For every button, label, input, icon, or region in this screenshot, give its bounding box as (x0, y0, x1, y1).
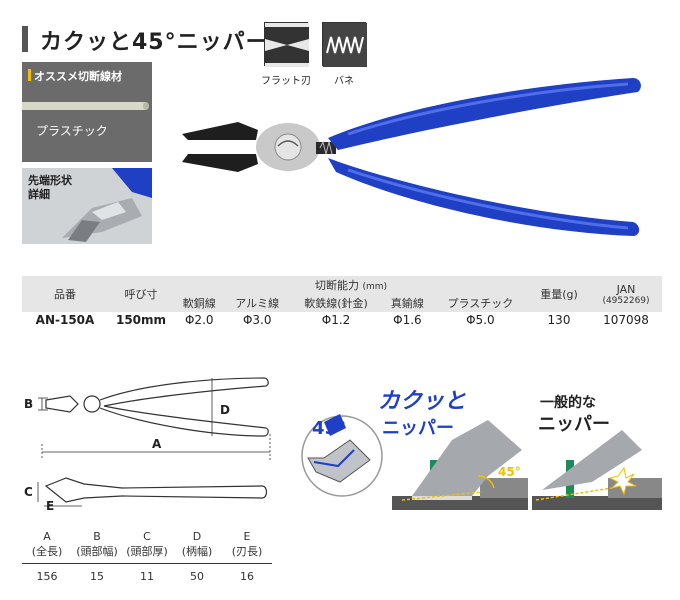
recommended-material: プラスチック (36, 124, 108, 138)
dim-letter: A (43, 530, 51, 543)
dim-letter-e: E (46, 499, 54, 513)
table-row: AN-150A 150mm Φ2.0 Φ3.0 Φ1.2 Φ1.6 Φ5.0 1… (22, 312, 662, 328)
dim-label: (頭部幅) (76, 545, 118, 558)
row-cutting: Φ2.0 (184, 313, 214, 327)
tip-detail-tag: 先端形状 詳細 (28, 174, 72, 201)
dim-letter-d: D (220, 403, 230, 417)
dim-label: (全長) (31, 545, 63, 558)
dim-value: 11 (140, 570, 154, 583)
row-size: 150mm (115, 313, 167, 327)
col-size: 呼び寸 (124, 288, 158, 301)
flat-blade-icon (264, 22, 309, 67)
cutting-col: 軟鉄線(針金) (304, 297, 368, 310)
compare-left-title: カクッと (378, 389, 467, 414)
compare-left-subtitle: ニッパー (382, 418, 454, 439)
page-title: カクッと45°ニッパー (40, 30, 269, 55)
plier-photo (182, 78, 641, 236)
row-part-no: AN-150A (35, 313, 95, 327)
cutting-col: プラスチック (447, 297, 514, 310)
dim-label: (頭部厚) (126, 545, 168, 558)
spring-icon (322, 22, 367, 67)
tip-angle-closeup: 45° (301, 414, 383, 497)
dim-letter-c: C (24, 485, 33, 499)
compare-left-angle: 45° (498, 465, 521, 479)
title-accent-bar (22, 26, 28, 52)
row-cutting: Φ3.0 (242, 313, 272, 327)
dim-value: 156 (36, 570, 58, 583)
compare-right-image (532, 430, 662, 510)
compare-right-title: 一般的な (540, 395, 596, 411)
row-cutting: Φ1.6 (393, 313, 422, 327)
dim-label: (刃長) (231, 545, 263, 558)
dimension-table: A B C D E (全長) (頭部幅) (頭部厚) (柄幅) (刃長) 156… (22, 530, 272, 583)
cutting-header: 切断能力 (mm) (314, 279, 388, 292)
cutting-col: 真鍮線 (390, 297, 424, 310)
tip-detail-image (22, 168, 152, 244)
spec-table: 品番 呼び寸 切断能力 (mm) 重量(g) JAN(4952269) 軟銅線 … (22, 276, 662, 328)
dim-letter-b: B (24, 397, 33, 411)
dim-letter: C (143, 530, 151, 543)
dim-letter: B (93, 530, 101, 543)
recommended-tag: オススメ切断線材 (34, 70, 122, 83)
dim-value: 16 (240, 570, 254, 583)
row-jan: 107098 (603, 313, 649, 327)
plastic-wire-image (22, 102, 149, 110)
dim-letter: D (192, 530, 202, 543)
recommended-material-panel: オススメ切断線材 プラスチック (22, 62, 152, 162)
cutting-col: 軟銅線 (182, 297, 216, 310)
row-cutting: Φ5.0 (466, 313, 495, 327)
compare-right-subtitle: ニッパー (538, 414, 610, 435)
spring-label: バネ (334, 76, 354, 87)
dimension-diagram: B D A C E (24, 377, 271, 513)
flat-blade-label: フラット刃 (261, 76, 311, 87)
dim-label: (柄幅) (181, 545, 213, 558)
dim-value: 50 (190, 570, 204, 583)
dim-letter: E (243, 530, 251, 543)
col-part-no: 品番 (54, 288, 76, 301)
dim-value: 15 (90, 570, 104, 583)
tip-detail-panel: 先端形状 詳細 (22, 168, 152, 244)
col-weight: 重量(g) (540, 288, 578, 301)
angle-badge: 45° (312, 418, 346, 439)
row-cutting: Φ1.2 (321, 313, 351, 327)
compare-left-image: 45° (392, 420, 528, 510)
dim-letter-a: A (152, 437, 162, 451)
row-weight: 130 (547, 313, 571, 327)
cutting-col: アルミ線 (235, 297, 280, 310)
col-jan: JAN(4952269) (602, 282, 650, 306)
